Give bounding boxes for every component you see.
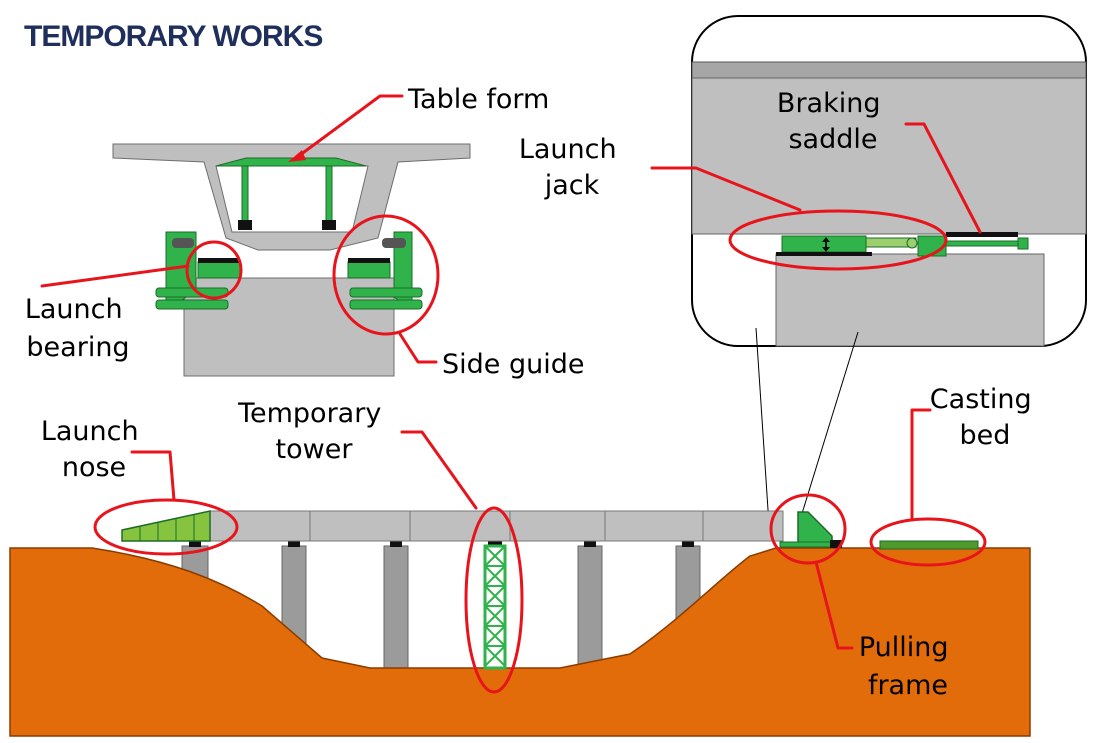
temporary-tower-bracing xyxy=(484,545,506,667)
jack-pin xyxy=(906,237,918,249)
label-launch-jack-line-1: Launch xyxy=(519,134,617,165)
leader-table-form xyxy=(294,94,404,160)
inset-pier-top xyxy=(775,253,1045,347)
side-guide-left-bolt-lower xyxy=(155,299,229,310)
inset-connector-left xyxy=(755,327,771,541)
pier-bearing-5 xyxy=(584,541,596,547)
table-form-leg-right xyxy=(325,165,333,223)
side-guide-left-roller xyxy=(172,238,194,248)
leader-side-guide xyxy=(398,332,438,364)
label-table-form: Table form xyxy=(407,84,549,115)
deck-segment-3 xyxy=(409,510,511,542)
label-casting-bed-line-1: Casting xyxy=(930,384,1032,415)
side-guide-left-bolt-upper xyxy=(155,287,229,298)
detail-inset xyxy=(691,15,1087,347)
label-launch-jack-line-2: jack xyxy=(544,170,600,201)
ring-temporary-tower xyxy=(464,506,524,694)
label-side-guide: Side guide xyxy=(442,349,584,380)
label-launch-jack: Launch jack xyxy=(519,134,625,201)
pier-bearing-3 xyxy=(390,541,402,547)
pulling-frame xyxy=(797,511,833,547)
ring-casting-bed xyxy=(869,517,987,567)
deck-segment-5 xyxy=(604,510,704,542)
pulling-frame-anchor xyxy=(830,540,842,548)
deck-segment-4 xyxy=(509,510,606,542)
label-launch-bearing-line-2: bearing xyxy=(26,332,129,363)
ring-launch-bearing xyxy=(185,240,243,300)
ring-pulling-frame xyxy=(769,493,847,565)
pulling-frame-base xyxy=(779,541,837,548)
label-pulling-frame-line-1: Pulling xyxy=(859,632,949,663)
page-title: TEMPORARY WORKS xyxy=(24,20,322,53)
launch-bearing-left xyxy=(197,261,241,279)
launch-nose xyxy=(121,510,211,542)
label-casting-bed-line-2: bed xyxy=(960,420,1011,451)
label-pulling-frame: Pulling frame xyxy=(859,632,957,701)
label-braking-saddle: Braking saddle xyxy=(777,88,889,155)
jack-arrow-head-up xyxy=(822,237,830,242)
side-guide-right-bolt-upper xyxy=(349,287,423,298)
casting-bed xyxy=(879,540,979,550)
leader-launch-bearing xyxy=(40,264,190,288)
launch-jack-base xyxy=(776,252,872,256)
label-braking-saddle-line-2: saddle xyxy=(788,124,877,155)
jack-rod-end xyxy=(1017,237,1029,250)
side-guide-right-roller xyxy=(382,238,406,248)
side-guide-right-bolt-lower xyxy=(349,299,423,310)
table-form-foot-left xyxy=(238,220,252,230)
bridge-elevation xyxy=(9,510,1031,737)
label-temporary-tower-line-1: Temporary xyxy=(237,398,381,429)
ring-side-guide xyxy=(332,214,440,336)
callout-leaders xyxy=(40,94,982,650)
leader-table-form-arrowhead xyxy=(288,150,306,162)
launch-bearing-right xyxy=(347,261,391,279)
label-casting-bed: Casting bed xyxy=(930,384,1040,451)
pier-5 xyxy=(577,545,603,671)
label-temporary-tower: Temporary tower xyxy=(237,398,390,465)
label-pulling-frame-line-2: frame xyxy=(868,670,948,701)
leader-launch-nose xyxy=(130,450,176,502)
leader-braking-saddle xyxy=(904,122,982,234)
label-launch-nose: Launch nose xyxy=(41,416,147,483)
label-temporary-tower-line-2: tower xyxy=(276,434,354,465)
label-launch-nose-line-2: nose xyxy=(62,452,126,483)
label-launch-bearing-line-1: Launch xyxy=(25,294,123,325)
deck-segment-1 xyxy=(209,510,311,542)
leader-pulling-frame xyxy=(814,560,854,650)
pier-bearing-6 xyxy=(682,541,694,547)
jack-arrow-head-down xyxy=(822,247,830,252)
launch-bearing-left-pad xyxy=(198,258,240,263)
pier-bearing-4 xyxy=(488,541,502,547)
inset-deck-top-strip xyxy=(691,61,1087,79)
pier-bearing-2 xyxy=(288,541,300,547)
leader-temporary-tower xyxy=(400,430,478,510)
table-form-foot-right xyxy=(322,220,336,230)
ring-launch-jack xyxy=(728,209,948,271)
launch-jack-body xyxy=(781,235,867,253)
callout-labels: Table form Launch jack Braking saddle La… xyxy=(25,84,1040,701)
jack-tie-rod xyxy=(945,240,1027,247)
pier-bearing-1 xyxy=(189,541,201,547)
pier-3 xyxy=(383,545,409,671)
label-launch-bearing: Launch bearing xyxy=(25,294,131,363)
girder-cross-section xyxy=(112,143,471,377)
inset-connector-right xyxy=(799,331,859,521)
table-form-leg-left xyxy=(241,165,249,223)
label-braking-saddle-line-1: Braking xyxy=(777,88,881,119)
ground-terrain xyxy=(9,547,1031,737)
launch-bearing-right-pad xyxy=(348,258,390,263)
table-form-top xyxy=(215,157,367,167)
leader-launch-jack xyxy=(650,166,802,212)
label-launch-nose-line-1: Launch xyxy=(41,416,139,447)
highlight-rings xyxy=(93,209,987,694)
braking-saddle-plate xyxy=(946,232,1018,237)
leader-casting-bed xyxy=(910,408,932,522)
inset-deck-segment xyxy=(691,77,1087,235)
deck-segment-2 xyxy=(309,510,411,542)
ring-launch-nose xyxy=(93,498,239,556)
